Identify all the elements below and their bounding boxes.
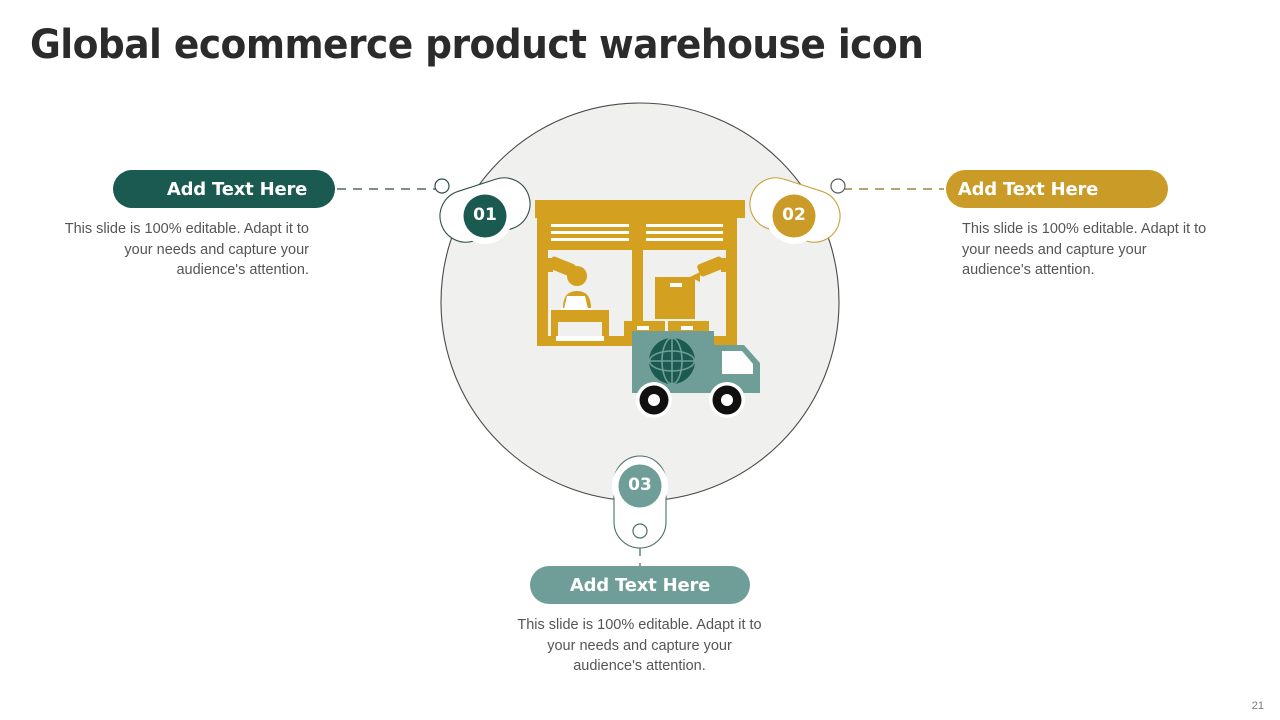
node-badge-circle-01 [463,194,507,238]
desk-leg-right [602,322,609,342]
desk-leg-left [551,322,558,342]
node-badge-label-01: 01 [473,205,497,225]
node-description-02: This slide is 100% editable. Adapt it to… [962,221,1207,279]
warehouse-post-left [537,218,548,336]
node-badge-label-02: 02 [782,205,806,225]
node-badge-circle-03 [618,464,662,508]
node-pill-03[interactable]: Add Text Here [530,566,750,604]
truck-wheel-rear-hub [648,394,660,406]
worker-at-desk-with-laptop-icon [551,266,609,342]
node-endpoint-dot-02 [830,178,846,194]
warehouse-post-right [726,218,737,336]
worker-head [567,266,587,286]
laptop-screen [564,296,588,309]
node-endpoint-dot-03 [632,523,648,539]
warehouse-delivery-icon [535,200,760,418]
node-description-03: This slide is 100% editable. Adapt it to… [517,617,762,675]
node-blob-01[interactable] [433,171,537,249]
delivery-truck-icon [632,331,760,418]
page-title: Global ecommerce product warehouse icon [30,22,924,68]
page-number: 21 [1251,700,1264,712]
roller-shutter-right-icon [643,218,726,250]
node-badge-circle-02 [772,194,816,238]
desk-shelf [556,336,604,341]
globe-icon [648,337,696,385]
node-endpoint-dot-01 [434,178,450,194]
truck-wheel-front-hub [721,394,733,406]
node-badge-label-03: 03 [628,475,652,495]
warehouse-roof-icon [535,200,745,218]
node-pill-01[interactable]: Add Text Here [113,170,335,208]
node-blob-03[interactable] [612,455,668,549]
box-small-left-tape [637,326,649,330]
node-pill-02[interactable]: Add Text Here [946,170,1168,208]
truck-window [722,351,753,374]
node-blob-02[interactable] [743,171,847,249]
node-description-01: This slide is 100% editable. Adapt it to… [64,221,309,279]
box-large-tape [670,283,682,287]
desk-top [551,310,609,322]
box-small-right-tape [681,326,693,330]
warehouse-post-center [632,218,643,336]
roller-shutter-left-icon [548,218,632,250]
